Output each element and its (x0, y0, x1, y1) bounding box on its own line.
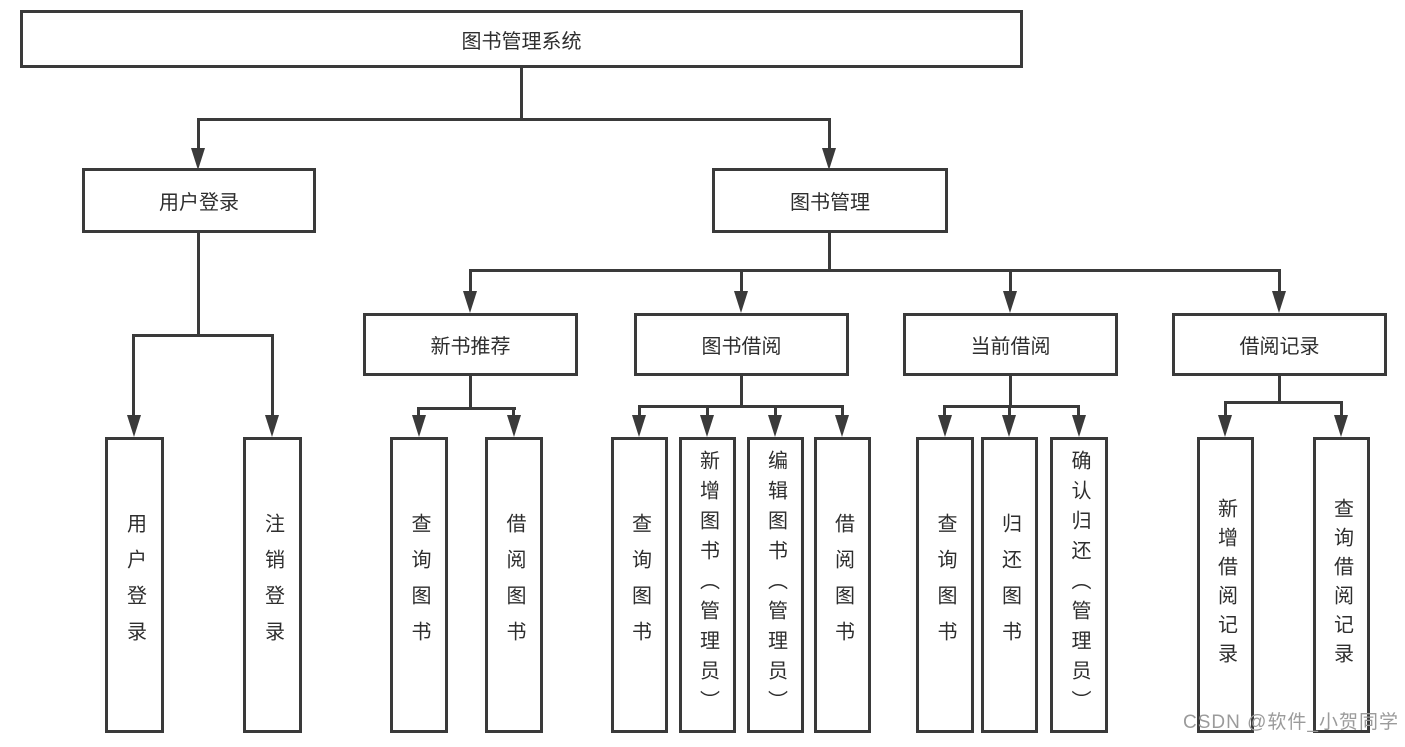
leaf-borrow-books-label: 借阅图书 (831, 513, 854, 657)
arrow-down-icon (938, 415, 952, 437)
connector-line (774, 405, 777, 417)
leaf-query-books-borrow: 查询图书 (611, 437, 668, 733)
leaf-return-books-label: 归还图书 (998, 513, 1021, 657)
connector-line (1278, 374, 1281, 404)
connector-line (1340, 401, 1343, 417)
connector-line (1224, 401, 1227, 417)
node-book-management-label: 图书管理 (790, 192, 870, 214)
arrow-down-icon (1218, 415, 1232, 437)
arrow-down-icon (1003, 291, 1017, 313)
leaf-logout-login-label: 注销登录 (261, 513, 284, 657)
leaf-add-borrow-record: 新增借阅记录 (1197, 437, 1254, 733)
leaf-logout-login: 注销登录 (243, 437, 302, 733)
node-user-login-label: 用户登录 (159, 192, 239, 214)
leaf-user-login: 用户登录 (105, 437, 164, 733)
arrow-down-icon (1002, 415, 1016, 437)
arrow-down-icon (507, 415, 521, 437)
arrow-down-icon (265, 415, 279, 437)
node-current-borrow-label: 当前借阅 (970, 336, 1051, 358)
connector-line (271, 334, 274, 415)
leaf-add-borrow-record-label: 新增借阅记录 (1214, 498, 1237, 672)
watermark: CSDN @软件_小贺同学 (1183, 712, 1399, 733)
leaf-borrow-books-recommend-label: 借阅图书 (503, 513, 525, 657)
connector-line (1008, 405, 1011, 417)
connector-line (841, 405, 844, 417)
node-new-book-recommend-label: 新书推荐 (430, 336, 511, 358)
connector-line (520, 68, 523, 121)
leaf-confirm-return-admin: 确认归还（管理员） (1050, 437, 1108, 733)
leaf-add-books-admin-label: 新增图书（管理员） (696, 450, 719, 720)
connector-line (132, 334, 274, 337)
arrow-down-icon (463, 291, 477, 313)
connector-line (197, 118, 831, 121)
connector-line (1224, 401, 1343, 404)
node-current-borrow: 当前借阅 (903, 313, 1118, 376)
node-user-login: 用户登录 (82, 168, 316, 233)
leaf-query-books-current-label: 查询图书 (934, 513, 956, 657)
connector-line (1278, 269, 1281, 295)
leaf-query-books-borrow-label: 查询图书 (628, 513, 651, 657)
connector-line (740, 269, 743, 295)
leaf-query-books-recommend: 查询图书 (390, 437, 448, 733)
arrow-down-icon (1334, 415, 1348, 437)
connector-line (197, 118, 200, 150)
connector-line (132, 334, 135, 415)
leaf-query-books-current: 查询图书 (916, 437, 974, 733)
connector-line (417, 407, 420, 417)
connector-line (469, 269, 472, 295)
connector-line (1009, 269, 1012, 295)
connector-line (944, 405, 1080, 408)
arrow-down-icon (768, 415, 782, 437)
arrow-down-icon (412, 415, 426, 437)
arrow-down-icon (700, 415, 714, 437)
connector-line (1009, 374, 1012, 408)
root-node: 图书管理系统 (20, 10, 1023, 68)
leaf-return-books: 归还图书 (981, 437, 1038, 733)
arrow-down-icon (1072, 415, 1086, 437)
node-borrow-records: 借阅记录 (1172, 313, 1387, 376)
connector-line (418, 407, 516, 410)
connector-line (943, 405, 946, 417)
arrow-down-icon (835, 415, 849, 437)
leaf-query-borrow-record-label: 查询借阅记录 (1330, 498, 1353, 672)
node-book-borrow: 图书借阅 (634, 313, 849, 376)
connector-line (469, 269, 1281, 272)
connector-line (469, 374, 472, 410)
leaf-query-books-recommend-label: 查询图书 (408, 513, 430, 657)
leaf-edit-books-admin-label: 编辑图书（管理员） (764, 450, 787, 720)
node-book-borrow-label: 图书借阅 (701, 336, 782, 358)
connector-line (828, 233, 831, 272)
arrow-down-icon (734, 291, 748, 313)
root-node-label: 图书管理系统 (461, 30, 582, 53)
connector-line (706, 405, 709, 417)
leaf-confirm-return-admin-label: 确认归还（管理员） (1068, 450, 1090, 720)
connector-line (512, 407, 515, 417)
connector-line (740, 374, 743, 408)
leaf-edit-books-admin: 编辑图书（管理员） (747, 437, 804, 733)
node-book-management: 图书管理 (712, 168, 948, 233)
leaf-add-books-admin: 新增图书（管理员） (679, 437, 736, 733)
node-borrow-records-label: 借阅记录 (1239, 336, 1320, 358)
connector-line (638, 405, 641, 417)
connector-line (1077, 405, 1080, 417)
arrow-down-icon (822, 148, 836, 170)
leaf-query-borrow-record: 查询借阅记录 (1313, 437, 1370, 733)
arrow-down-icon (632, 415, 646, 437)
arrow-down-icon (1272, 291, 1286, 313)
connector-line (197, 233, 200, 337)
arrow-down-icon (191, 148, 205, 170)
node-new-book-recommend: 新书推荐 (363, 313, 578, 376)
connector-line (828, 118, 831, 150)
leaf-borrow-books-recommend: 借阅图书 (485, 437, 543, 733)
arrow-down-icon (127, 415, 141, 437)
leaf-borrow-books: 借阅图书 (814, 437, 871, 733)
connector-line (638, 405, 844, 408)
leaf-user-login-label: 用户登录 (123, 513, 146, 657)
